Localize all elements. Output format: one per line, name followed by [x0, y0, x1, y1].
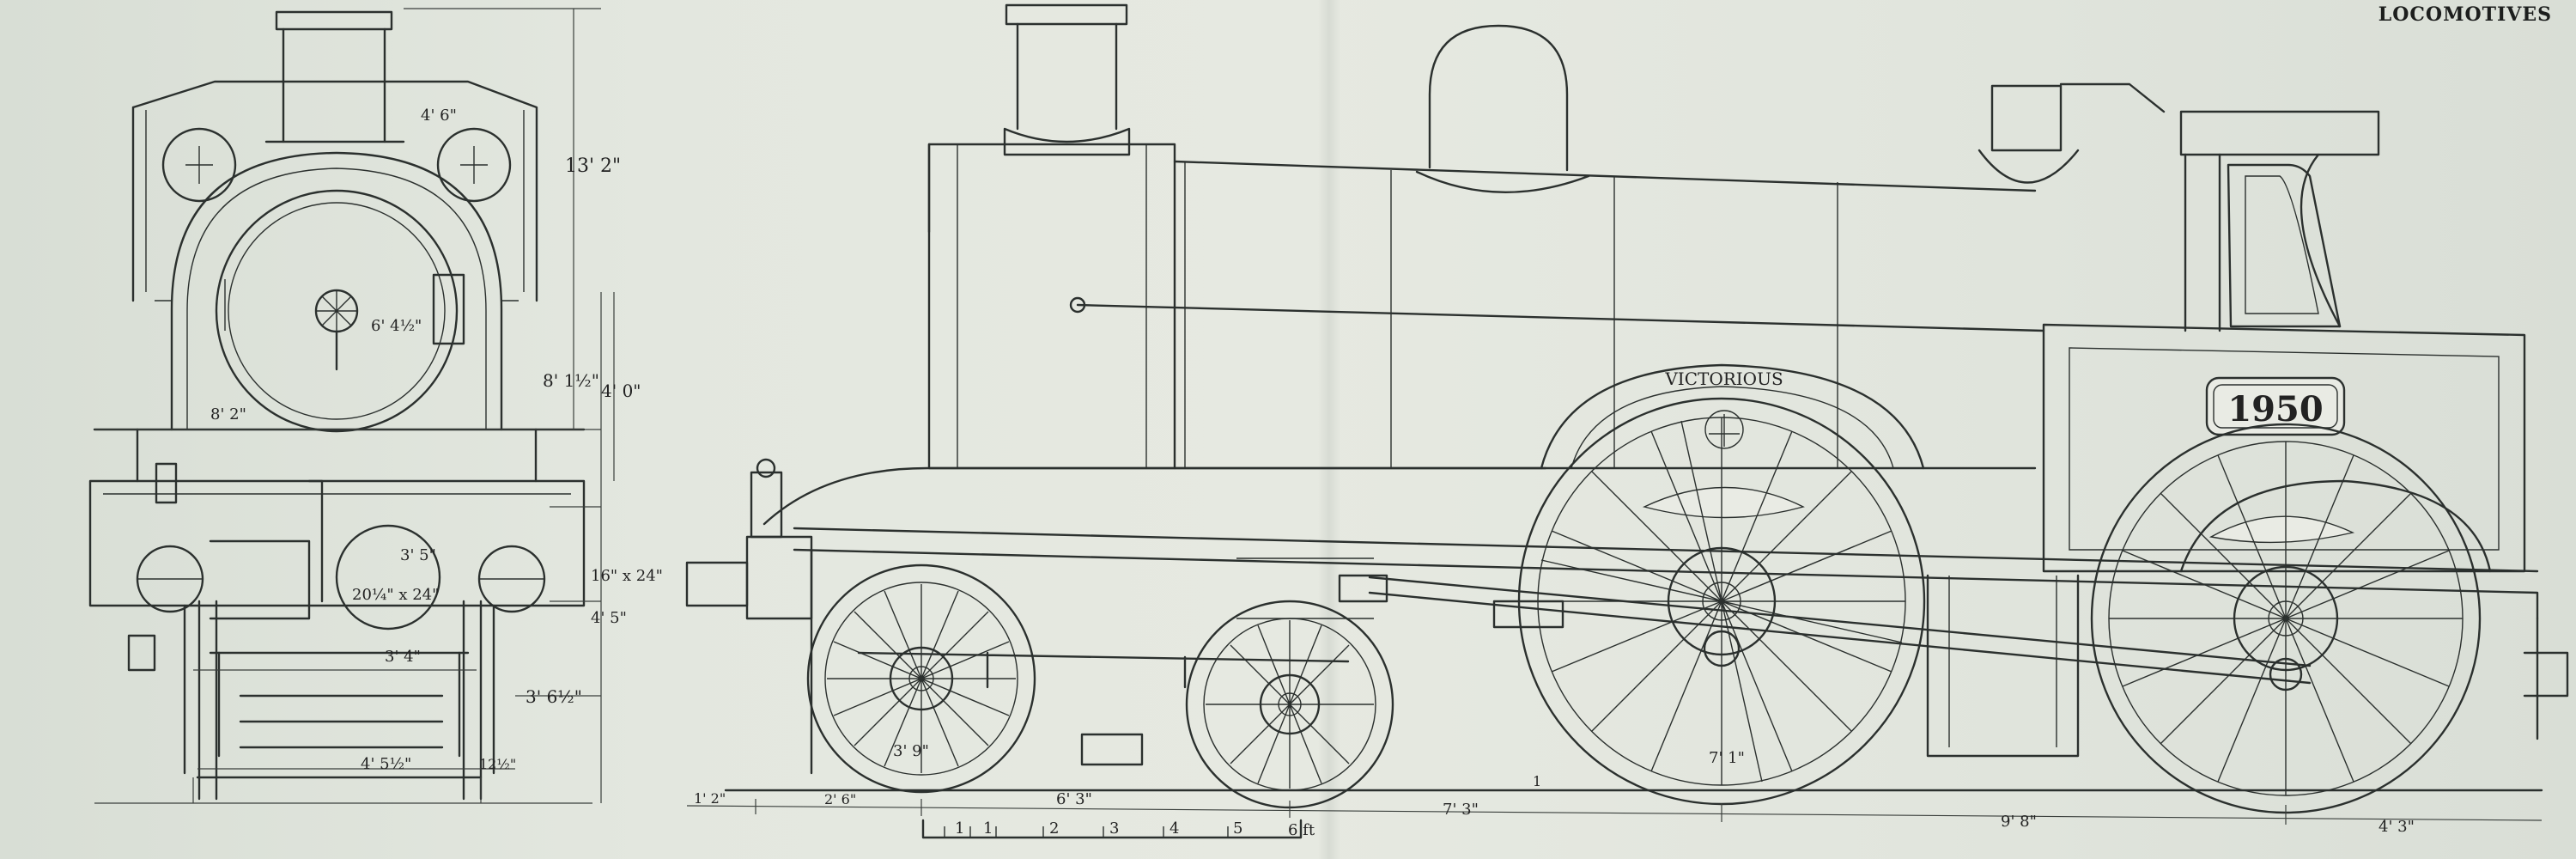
dim-ref-mark: 1 — [1533, 773, 1541, 789]
smokebox-door — [215, 189, 459, 433]
page-header-title: LOCOMOTIVES — [2378, 3, 2552, 26]
steam-dome — [1428, 24, 1569, 172]
buffer-beam — [88, 479, 586, 607]
boiler-handrail — [1076, 303, 2045, 332]
coupling-circle — [335, 524, 441, 631]
dim-wheelbase-4: 4' 3" — [2379, 818, 2415, 836]
dim-cab-width: 4' 6" — [421, 107, 457, 125]
dim-frame-height: 16" x 24" — [591, 567, 663, 585]
driving-wheel-trailing — [2090, 423, 2482, 814]
left-spectacle-window — [161, 127, 237, 203]
chimney-height-dim-line — [404, 8, 601, 430]
dim-boiler-height: 4' 0" — [601, 381, 641, 401]
right-spectacle-window — [436, 127, 512, 203]
dim-frame-width: 3' 4" — [385, 648, 421, 666]
scale-tick-3: 3 — [1109, 819, 1119, 838]
dim-buffer-spacing: 20¼" x 24" — [352, 586, 439, 604]
dim-boiler-centre: 8' 1½" — [543, 370, 599, 391]
boiler-barrel — [1173, 160, 2037, 470]
scale-tick-4: 4 — [1170, 819, 1179, 838]
side-chimney — [1005, 3, 1128, 26]
bogie-wheel-rear — [1185, 600, 1394, 809]
dim-bogie-wheel: 3' 9" — [893, 742, 929, 760]
dim-wheelbase-2: 7' 3" — [1443, 801, 1479, 819]
trailing-splasher — [2179, 479, 2492, 573]
loco-number: 1950 — [2227, 389, 2323, 430]
dim-wheelbase-1: 6' 3" — [1056, 790, 1092, 808]
safety-valve — [1990, 84, 2063, 152]
dim-boiler-width: 8' 2" — [210, 405, 246, 423]
bogie-wheel-front — [806, 564, 1036, 794]
dim-buffer-height: 3' 5" — [400, 546, 436, 564]
scale-tick-1: 1 — [983, 819, 993, 838]
dim-driving-wheel: 7' 1" — [1709, 749, 1745, 767]
dim-axle-height: 4' 5" — [591, 609, 627, 627]
dim-chimney-height: 13' 2" — [565, 155, 621, 177]
page-gutter — [1318, 0, 1340, 859]
cab-roof — [2179, 110, 2380, 156]
driving-wheel-leading — [1517, 397, 1926, 806]
leading-splasher — [1540, 363, 1925, 470]
dim-wheel-height: 3' 6½" — [526, 686, 582, 707]
scale-tick-5: 5 — [1233, 819, 1242, 838]
dim-wheelbase-3: 9' 8" — [2001, 813, 2037, 831]
scale-unit: 6 ft — [1288, 821, 1315, 839]
dim-door-wheel: 6' 4½" — [371, 317, 422, 335]
running-plate — [762, 466, 1547, 526]
dim-ref-b: 2' 6" — [824, 791, 856, 807]
dim-ref-a: 1' 2" — [694, 790, 726, 807]
front-elevation: 13' 2" 4' 6" 6' 4½" 8' 2" 8' 1½" 4' 0" 3… — [88, 8, 663, 804]
number-plate — [2205, 376, 2346, 436]
scale-tick-2: 2 — [1049, 819, 1059, 838]
side-elevation: 1950 VICTORIOUS — [685, 3, 2569, 839]
coupling-rod — [1368, 576, 2312, 667]
loco-name: VICTORIOUS — [1664, 369, 1783, 389]
scale-bar: 1 1 2 3 4 5 6 ft — [921, 819, 1315, 839]
scale-tick-0: 1 — [955, 819, 964, 838]
dim-track-gauge: 4' 5½" — [361, 755, 411, 773]
cab-window — [2227, 163, 2342, 328]
wheelbase-dim-line — [686, 805, 2543, 821]
dim-rail-gap: 12½" — [479, 756, 516, 772]
